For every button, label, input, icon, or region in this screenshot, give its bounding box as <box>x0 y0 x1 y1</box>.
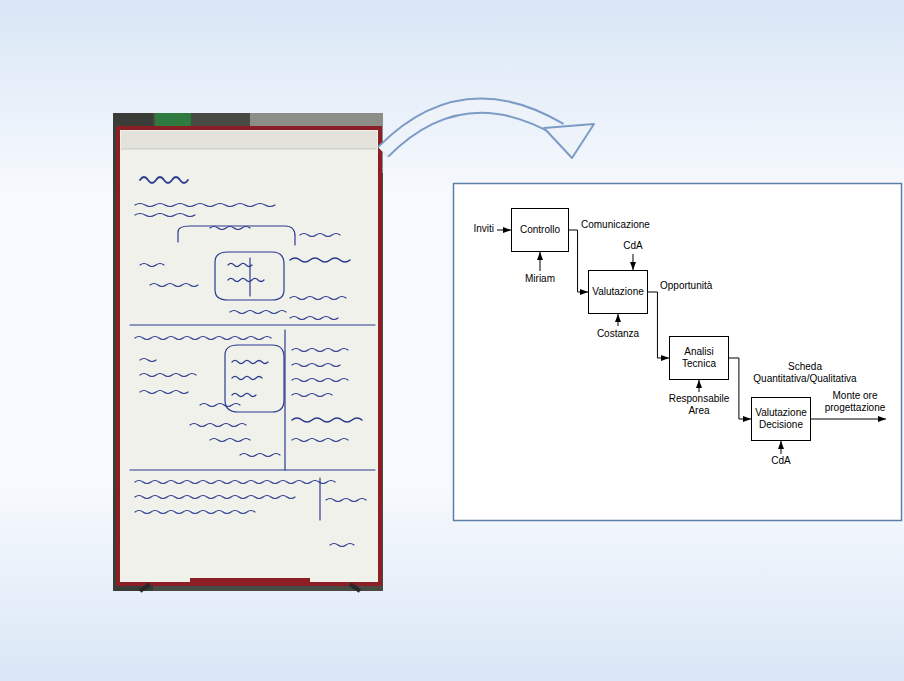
box-label: Valutazione <box>592 286 644 298</box>
leader-arrow <box>633 254 634 270</box>
diagram-panel <box>454 184 902 521</box>
connector-label: Scheda Quantitativa/Qualitativa <box>742 361 868 385</box>
box-label: Analisi Tecnica <box>672 346 726 370</box>
process-box: Analisi Tecnica <box>669 336 729 380</box>
leader-arrow <box>540 252 541 271</box>
leader-arrow <box>497 230 511 231</box>
box-label: Valutazione Decisione <box>754 407 808 431</box>
curved-arrow <box>383 106 594 158</box>
flow-label: Inviti <box>458 223 494 235</box>
process-box: Controllo <box>511 208 569 252</box>
flipchart-photo <box>113 113 383 591</box>
flow-connector <box>729 358 751 419</box>
leader-arrow <box>810 419 886 420</box>
box-label: Controllo <box>520 224 560 236</box>
leader-arrow <box>781 441 782 454</box>
flow-connector <box>648 292 669 358</box>
flow-connector <box>569 230 588 292</box>
leader-arrow <box>699 380 700 392</box>
process-box: Valutazione Decisione <box>751 397 811 441</box>
flow-label: Monte ore progettazione <box>820 390 890 414</box>
flow-label: Responsabile Area <box>664 393 734 417</box>
process-box: Valutazione <box>588 270 648 314</box>
connector-label: Opportunità <box>660 280 740 292</box>
flow-label: Miriam <box>510 273 570 285</box>
flow-label: CdA <box>761 455 801 467</box>
flow-label: Costanza <box>588 328 648 340</box>
connector-label: Comunicazione <box>581 219 676 231</box>
flow-label: CdA <box>613 240 653 252</box>
leader-arrow <box>618 314 619 326</box>
